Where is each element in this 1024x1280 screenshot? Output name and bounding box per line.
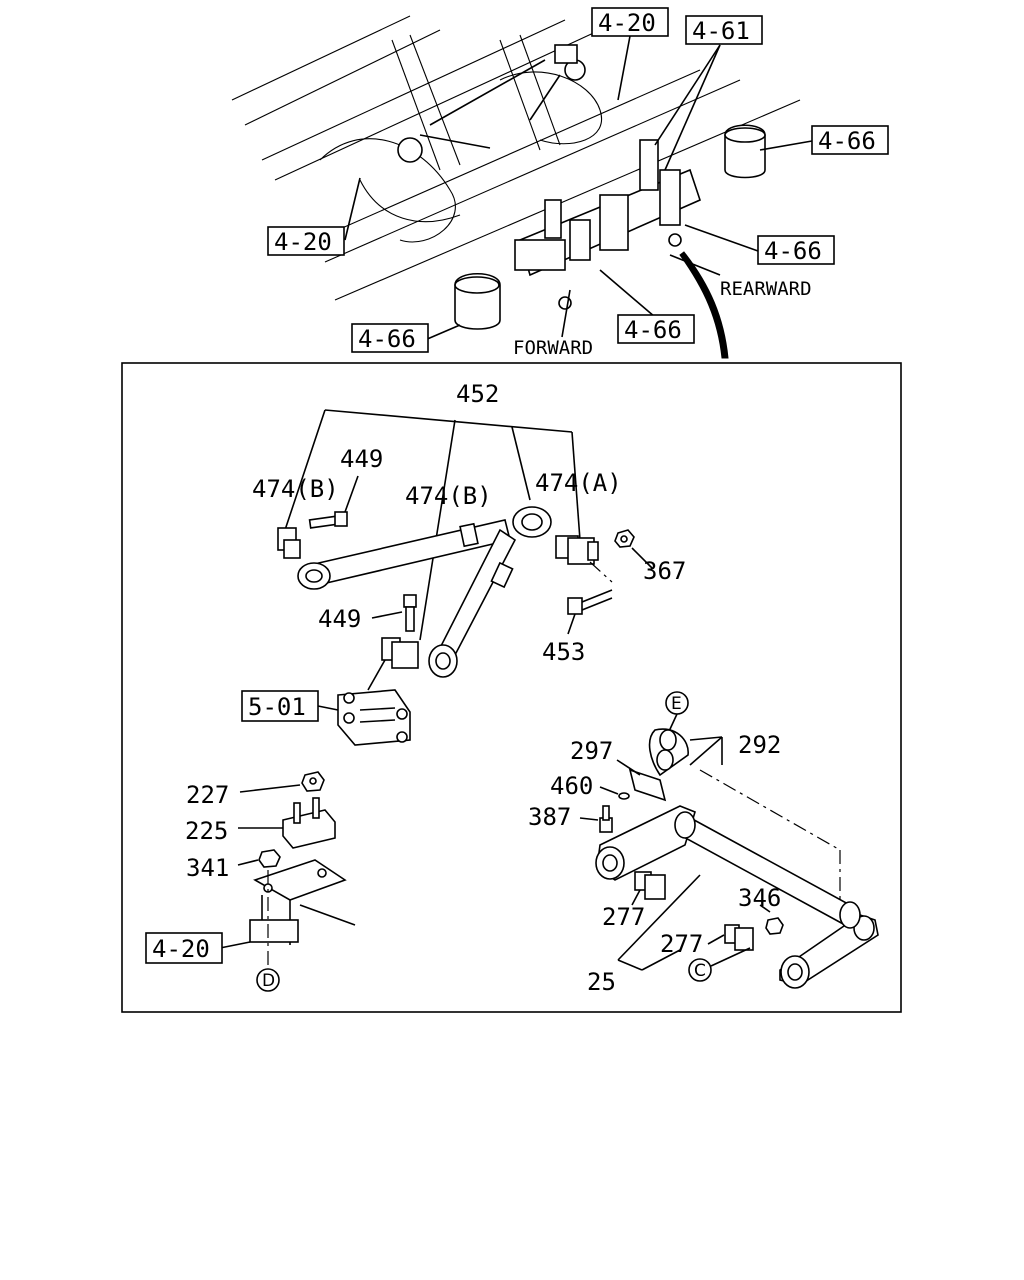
label-460: 460 (550, 772, 593, 800)
label-449-upper: 449 (340, 445, 383, 473)
label-367: 367 (643, 557, 686, 585)
label-474b-center: 474(B) (405, 482, 492, 510)
ref-5-01: 5-01 (241, 690, 319, 722)
detail-frame (121, 362, 902, 1013)
bushing-277-upper (631, 871, 666, 906)
assembly-452-leaders (284, 409, 581, 641)
label-341: 341 (186, 854, 229, 882)
torque-rod-assembly (297, 506, 552, 678)
bolt-449-lower (371, 594, 417, 632)
rearward-label: REARWARD (720, 278, 812, 300)
nut-227 (239, 771, 325, 793)
circle-e-marker: E (664, 691, 689, 741)
ref-4-66-front-left: 4-66 (351, 323, 429, 353)
label-25: 25 (587, 968, 616, 996)
label-452: 452 (456, 380, 499, 408)
label-227: 227 (186, 781, 229, 809)
svg-text:4-20: 4-20 (598, 9, 656, 37)
circle-d-marker: D (256, 968, 280, 992)
mount-225 (238, 797, 336, 849)
ref-4-61: 4-61 (685, 15, 763, 45)
bushing-474b-center (381, 637, 419, 669)
bushing-474a (555, 535, 599, 565)
shim-297 (616, 759, 667, 802)
ref-4-66-middle-right: 4-66 (757, 235, 835, 265)
label-277-upper: 277 (602, 903, 645, 931)
forward-label: FORWARD (513, 337, 593, 359)
ref-4-66-rear-right: 4-66 (811, 125, 889, 155)
svg-text:4-66: 4-66 (358, 325, 416, 353)
svg-text:4-20: 4-20 (152, 935, 210, 963)
label-277-lower: 277 (660, 930, 703, 958)
label-387: 387 (528, 803, 571, 831)
label-225: 225 (185, 817, 228, 845)
label-449-lower: 449 (318, 605, 361, 633)
svg-text:4-66: 4-66 (764, 237, 822, 265)
svg-text:4-20: 4-20 (274, 228, 332, 256)
circle-c-marker: C (688, 947, 751, 982)
ref-4-20-detail: 4-20 (145, 932, 223, 964)
bolt-453 (567, 561, 613, 635)
svg-text:4-66: 4-66 (818, 127, 876, 155)
washer-460 (599, 786, 630, 800)
bushing-474b-left (277, 527, 301, 559)
bolt-387 (579, 805, 613, 833)
ref-4-20-top: 4-20 (591, 7, 669, 37)
label-453: 453 (542, 638, 585, 666)
label-292: 292 (738, 731, 781, 759)
ref-4-20-left: 4-20 (267, 226, 345, 256)
svg-text:4-66: 4-66 (624, 316, 682, 344)
label-474b-left: 474(B) (252, 475, 339, 503)
label-346: 346 (738, 884, 781, 912)
bolt-449-upper (308, 475, 359, 529)
label-474a: 474(A) (535, 469, 622, 497)
svg-text:4-61: 4-61 (692, 17, 750, 45)
cap-292 (648, 728, 841, 910)
ref-4-66-center-low: 4-66 (617, 314, 695, 344)
frame-bracket (219, 859, 356, 965)
label-297: 297 (570, 737, 613, 765)
nut-341 (237, 849, 281, 868)
bracket-5-01 (317, 659, 411, 746)
svg-text:5-01: 5-01 (248, 693, 306, 721)
svg-text:E: E (671, 694, 682, 714)
svg-text:C: C (694, 961, 706, 981)
nut-367 (614, 529, 653, 569)
walking-beam-25 (595, 805, 879, 989)
svg-text:D: D (262, 971, 275, 991)
bushing-277-lower (707, 924, 754, 951)
nut-346 (759, 904, 784, 935)
overview-drawing (231, 15, 813, 359)
